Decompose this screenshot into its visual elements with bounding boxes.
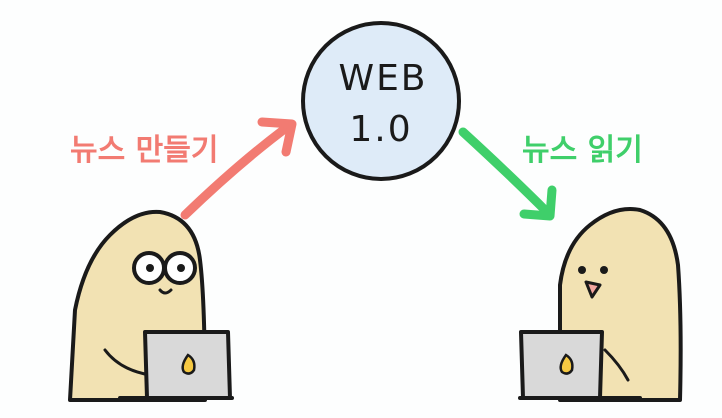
creator-eye-right bbox=[177, 264, 185, 272]
read-arrow bbox=[458, 127, 557, 221]
reader-eye-left bbox=[578, 266, 586, 274]
laptop-icon bbox=[518, 330, 642, 400]
create-arrow-head bbox=[257, 117, 297, 157]
creator-laptop-logo bbox=[181, 353, 196, 375]
create-arrow bbox=[180, 117, 297, 220]
read-arrow-shaft bbox=[458, 127, 553, 218]
creator-mouth bbox=[158, 288, 173, 295]
create-label: 뉴스 만들기 bbox=[70, 133, 218, 168]
hub-circle bbox=[301, 21, 461, 181]
reader-eye-right bbox=[600, 266, 608, 274]
create-arrow-shaft bbox=[180, 120, 295, 220]
reader-laptop-logo bbox=[559, 353, 574, 375]
read-arrow-head bbox=[519, 185, 557, 221]
reader-beak bbox=[584, 280, 602, 299]
reader-arm bbox=[603, 348, 630, 382]
creator-eye-left bbox=[146, 264, 154, 272]
hub-line2: 1.0 bbox=[349, 109, 412, 150]
hub-line1: WEB bbox=[338, 58, 427, 99]
read-label: 뉴스 읽기 bbox=[522, 133, 643, 168]
laptop-icon bbox=[118, 330, 234, 400]
web-hub: WEB 1.0 bbox=[301, 21, 461, 181]
